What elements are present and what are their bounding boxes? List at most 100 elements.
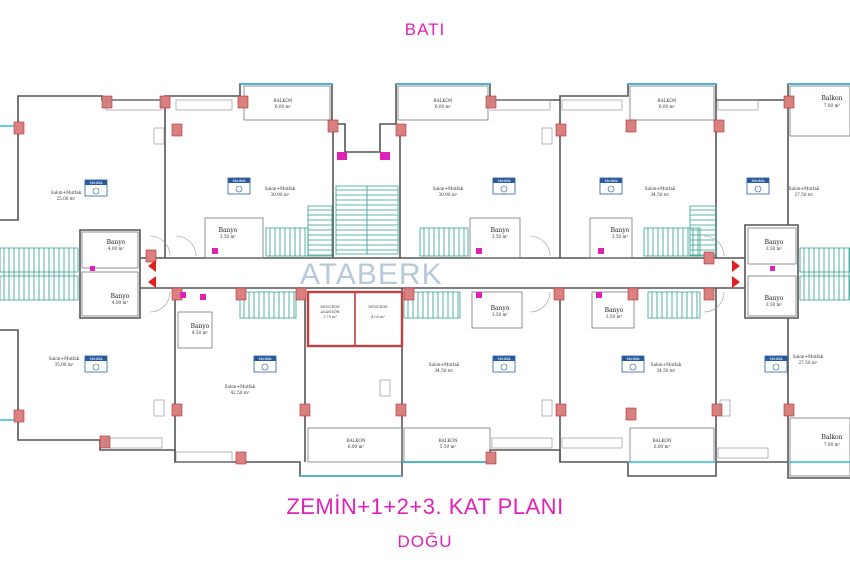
bathroom-area: 3.50 m² xyxy=(612,234,629,239)
living-room-label: Salon+Mutfak xyxy=(433,186,464,191)
column xyxy=(555,123,567,137)
room-tag-label: Mutfak xyxy=(89,357,103,361)
windows xyxy=(0,83,850,477)
room-tag: Mutfak xyxy=(84,355,108,373)
living-room-area: 27.50 m² xyxy=(799,360,818,365)
bathroom-label: Banyo xyxy=(219,227,238,234)
column xyxy=(295,287,307,301)
bathroom-label: Banyo xyxy=(107,239,126,246)
balcony-label: BALKON xyxy=(653,438,672,443)
column xyxy=(783,403,795,417)
balcony-label: BALKON xyxy=(274,98,293,103)
balcony-label: BALKON xyxy=(434,98,453,103)
column xyxy=(159,95,171,109)
column xyxy=(555,403,567,417)
bathroom-label: Banyo xyxy=(765,295,784,302)
column xyxy=(145,249,157,263)
column xyxy=(99,435,111,449)
living-room-label: Salon+Mutfak xyxy=(651,362,682,367)
column xyxy=(171,123,183,137)
living-room-area: 35.00 m² xyxy=(55,362,74,367)
room-tag: Mutfak xyxy=(599,177,623,195)
room-tag: Mutfak xyxy=(253,355,277,373)
column xyxy=(553,287,565,301)
corridor-arrows xyxy=(148,260,740,288)
room-tag-label: Mutfak xyxy=(626,357,640,361)
plan-title: ZEMİN+1+2+3. KAT PLANI xyxy=(286,494,564,519)
room-tag-label: Mutfak xyxy=(89,181,103,185)
column xyxy=(625,407,637,421)
room-tag-label: Mutfak xyxy=(497,179,511,183)
bathroom-area: 3.50 m² xyxy=(766,302,783,307)
column xyxy=(299,403,311,417)
room-tag: Mutfak xyxy=(492,177,516,195)
balcony-area: 7.00 m² xyxy=(824,442,841,447)
living-room-label: Salon+Mutfak xyxy=(225,384,256,389)
column xyxy=(237,95,249,109)
watermark-logo: ATABERK xyxy=(300,258,443,291)
living-room-label: Salon+Mutfak xyxy=(429,362,460,367)
column xyxy=(711,403,723,417)
living-room-label: Salon+Mutfak xyxy=(49,356,80,361)
shaft-area: 4.00 m² xyxy=(371,315,386,319)
column xyxy=(485,451,497,465)
living-room-area: 42.50 m² xyxy=(231,390,250,395)
living-room-area: 30.90 m² xyxy=(439,192,458,197)
room-tag: Mutfak xyxy=(764,355,788,373)
compass-east-label: DOĞU xyxy=(397,532,453,551)
balcony-area: 5.50 m² xyxy=(440,444,457,449)
room-tag: Mutfak xyxy=(621,355,645,373)
bathroom-label: Banyo xyxy=(605,307,624,314)
column xyxy=(235,287,247,301)
bathroom-area: 3.50 m² xyxy=(492,234,509,239)
bathroom-area: 3.50 m² xyxy=(606,314,623,319)
column xyxy=(13,409,25,423)
column xyxy=(485,95,497,109)
bathroom-label: Banyo xyxy=(491,305,510,312)
living-room-label: Salon+Mutfak xyxy=(645,186,676,191)
column xyxy=(13,121,25,135)
balcony-label: BALKON xyxy=(439,438,458,443)
balcony-area: 6.00 m² xyxy=(348,444,365,449)
room-tag-label: Mutfak xyxy=(604,179,618,183)
bathroom-area: 3.50 m² xyxy=(492,312,509,317)
living-room-area: 34.50 m² xyxy=(657,368,676,373)
bathroom-area: 3.50 m² xyxy=(766,246,783,251)
balcony-label: BALKON xyxy=(658,98,677,103)
living-room-area: 30.90 m² xyxy=(271,192,290,197)
balcony-label: Balkon xyxy=(821,434,842,441)
room-tag: Mutfak xyxy=(492,355,516,373)
column xyxy=(625,119,637,133)
living-room-label: Salon+Mutfak xyxy=(789,186,820,191)
bathroom-label: Banyo xyxy=(765,239,784,246)
column xyxy=(703,251,715,265)
shaft-area: 1.70 m² xyxy=(323,315,338,319)
fixtures xyxy=(90,152,775,300)
balcony-area: 6.00 m² xyxy=(275,104,292,109)
living-room-label: Salon+Mutfak xyxy=(793,354,824,359)
column xyxy=(101,95,113,109)
column xyxy=(235,451,247,465)
room-tag: Mutfak xyxy=(84,179,108,197)
column xyxy=(327,119,339,133)
balcony-area: 6.00 m² xyxy=(654,444,671,449)
bathroom-area: 4.00 m² xyxy=(108,246,125,251)
doors xyxy=(149,235,725,313)
bathroom-area: 4.00 m² xyxy=(112,300,129,305)
balcony-label: Balkon xyxy=(821,95,842,102)
column xyxy=(395,403,407,417)
kitchen-counters xyxy=(105,99,769,463)
balcony-area: 6.00 m² xyxy=(659,104,676,109)
room-tag: Mutfak xyxy=(746,177,770,195)
room-tag-label: Mutfak xyxy=(258,357,272,361)
compass-west-label: BATI xyxy=(404,20,446,39)
stairs xyxy=(0,185,850,319)
room-tag: Mutfak xyxy=(227,177,251,195)
column xyxy=(713,119,725,133)
room-tag-label: Mutfak xyxy=(232,179,246,183)
